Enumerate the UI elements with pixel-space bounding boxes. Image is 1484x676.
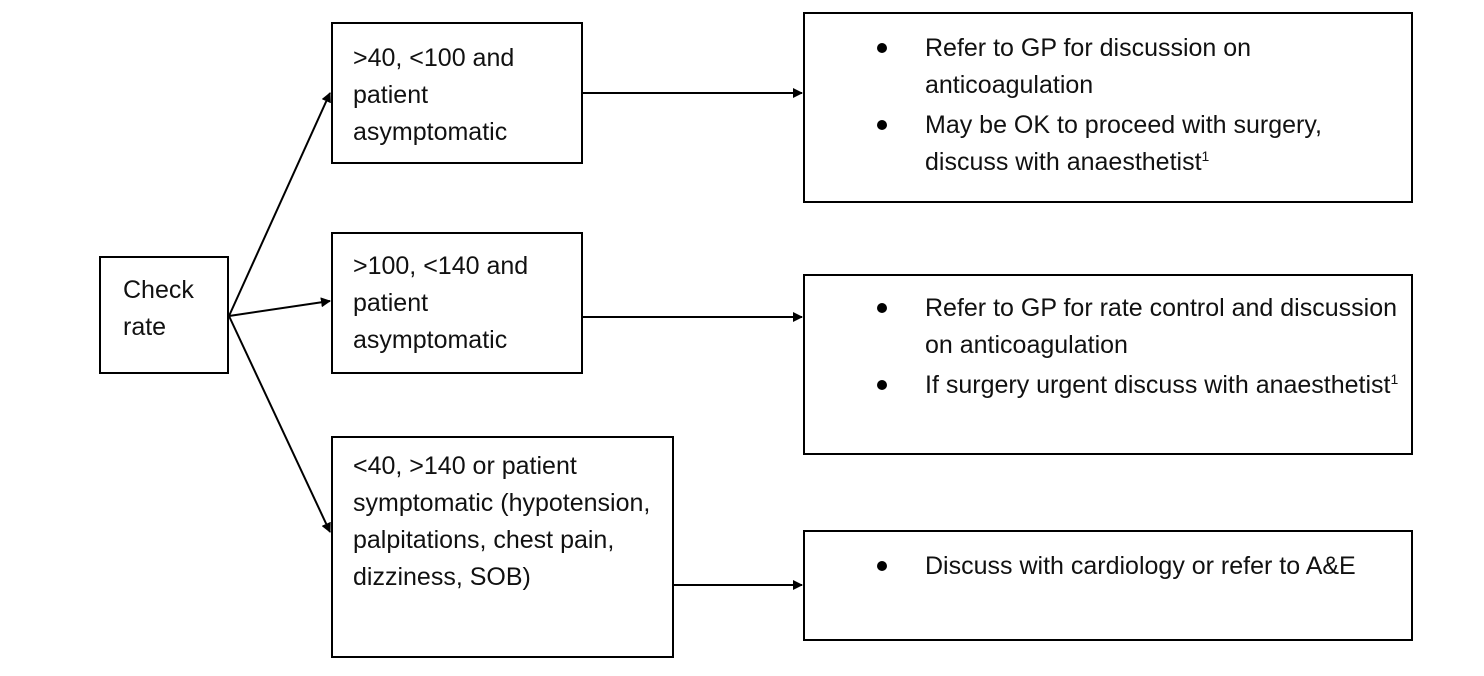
action-item: If surgery urgent discuss with anaesthet… bbox=[805, 367, 1399, 404]
arrow-start-to-condition-1 bbox=[228, 92, 331, 317]
arrow-start-to-condition-3 bbox=[228, 315, 331, 533]
condition-label: <40, >140 or patient symptomatic (hypote… bbox=[353, 452, 651, 591]
footnote-marker: 1 bbox=[1201, 148, 1210, 164]
action-list: Discuss with cardiology or refer to A&E bbox=[805, 548, 1399, 585]
condition-box-1: >40, <100 and patient asymptomatic bbox=[331, 22, 583, 164]
action-box-3: Discuss with cardiology or refer to A&E bbox=[803, 530, 1413, 641]
condition-box-3: <40, >140 or patient symptomatic (hypote… bbox=[331, 436, 674, 658]
action-item: Discuss with cardiology or refer to A&E bbox=[805, 548, 1399, 585]
action-item: Refer to GP for discussion on anticoagul… bbox=[805, 30, 1399, 104]
action-list: Refer to GP for discussion on anticoagul… bbox=[805, 30, 1399, 181]
action-box-1: Refer to GP for discussion on anticoagul… bbox=[803, 12, 1413, 203]
start-label: Check rate bbox=[123, 276, 194, 341]
condition-label: >100, <140 and patient asymptomatic bbox=[353, 252, 529, 354]
action-box-2: Refer to GP for rate control and discuss… bbox=[803, 274, 1413, 455]
action-list: Refer to GP for rate control and discuss… bbox=[805, 290, 1399, 404]
action-item: May be OK to proceed with surgery, discu… bbox=[805, 107, 1399, 181]
arrow-start-to-condition-2 bbox=[228, 297, 331, 317]
start-box: Check rate bbox=[99, 256, 229, 374]
condition-label: >40, <100 and patient asymptomatic bbox=[353, 44, 515, 146]
footnote-marker: 1 bbox=[1390, 371, 1399, 387]
action-item: Refer to GP for rate control and discuss… bbox=[805, 290, 1399, 364]
condition-box-2: >100, <140 and patient asymptomatic bbox=[331, 232, 583, 374]
